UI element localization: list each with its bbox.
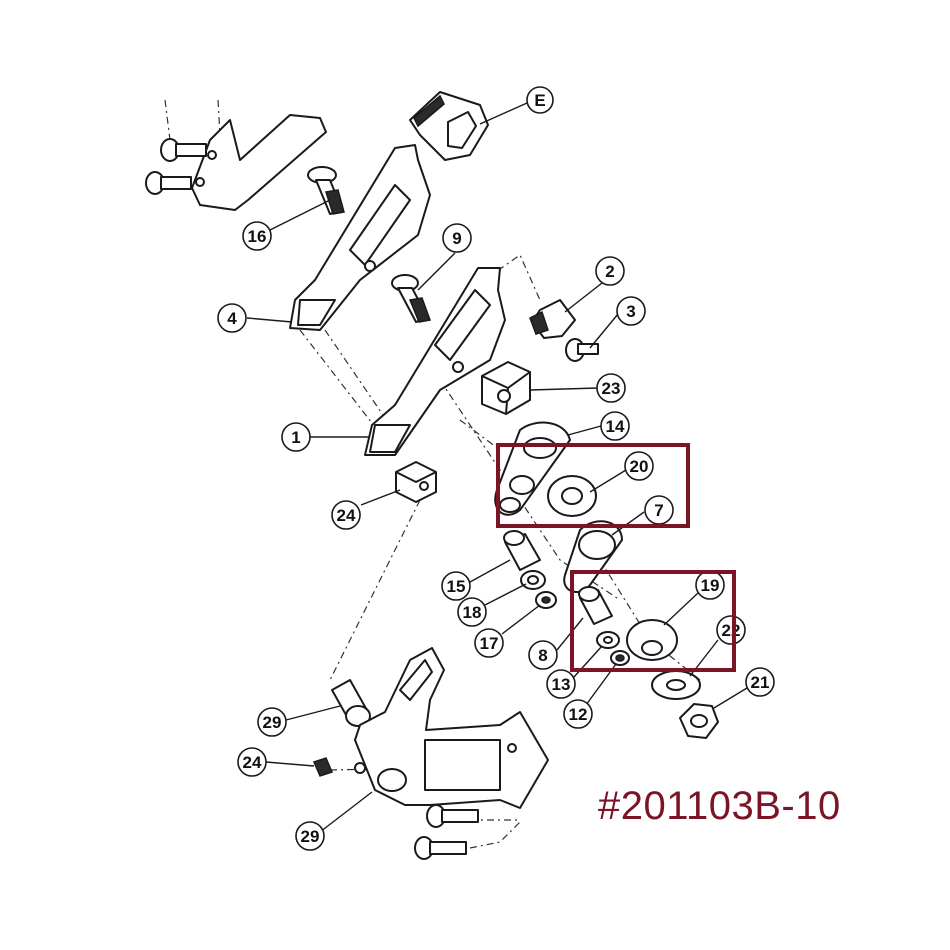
callout-9: 9 xyxy=(442,223,472,253)
part-number-label: #201103B-10 xyxy=(598,784,841,828)
callout-8-label: 8 xyxy=(538,646,547,665)
callout-19: 21 xyxy=(745,667,775,697)
part-9-screw xyxy=(391,274,432,323)
callout-19-label: 21 xyxy=(751,673,770,692)
part-23-pin xyxy=(331,679,371,727)
callout-18-label: 20 xyxy=(630,457,649,476)
callout-16-label: 18 xyxy=(463,603,482,622)
upper-bracket-part xyxy=(191,114,327,211)
callout-20: 22 xyxy=(716,615,746,645)
callout-14-label: 16 xyxy=(248,227,267,246)
callout-15-label: 17 xyxy=(480,634,499,653)
part-22-block xyxy=(395,461,437,503)
callout-14: 16 xyxy=(242,221,272,251)
highlight-box-lower xyxy=(570,570,736,672)
part-24-set-screw xyxy=(312,757,334,777)
callout-20-label: 22 xyxy=(722,621,741,640)
part-10-nut xyxy=(610,650,630,666)
callout-3: 3 xyxy=(616,296,646,326)
screw-bottom-1 xyxy=(426,804,479,828)
callout-leader-lines xyxy=(246,102,748,833)
part-4-feed-bar xyxy=(289,144,431,331)
callout-11-label: 13 xyxy=(552,675,571,694)
screw-bottom-2 xyxy=(414,836,467,860)
callout-29-label: 29 xyxy=(301,827,320,846)
callout-21-label: 23 xyxy=(602,379,621,398)
callout-11: 13 xyxy=(546,669,576,699)
callout-29: 29 xyxy=(295,821,325,851)
callout-13-label: 15 xyxy=(447,577,466,596)
callout-3-label: 3 xyxy=(626,302,635,321)
callout-9-label: 9 xyxy=(452,229,461,248)
callout-1-label: 1 xyxy=(291,428,300,447)
part-21-block xyxy=(481,361,531,415)
part-19-nut xyxy=(679,703,719,739)
callout-8: 8 xyxy=(528,640,558,670)
part-15-nut xyxy=(535,591,557,609)
callout-22-label: 24 xyxy=(337,506,356,525)
screw-top-2 xyxy=(145,171,192,195)
callout-10-label: 12 xyxy=(569,705,588,724)
part-16-washer xyxy=(520,570,546,590)
callout-1: 1 xyxy=(281,422,311,452)
part-3-screw xyxy=(565,338,599,362)
callout-13: 15 xyxy=(441,571,471,601)
callout-21: 23 xyxy=(596,373,626,403)
callout-4: 4 xyxy=(217,303,247,333)
callout-12: 14 xyxy=(600,411,630,441)
part-29-bracket xyxy=(354,647,549,809)
part-17-bushing xyxy=(626,619,678,661)
part-2-clip xyxy=(529,299,576,339)
part-1-feed-bar xyxy=(364,267,506,456)
callout-7: 7 xyxy=(644,495,674,525)
part-18-bushing xyxy=(547,475,597,517)
callout-2: 2 xyxy=(595,256,625,286)
callout-12-label: 14 xyxy=(606,417,625,436)
callout-24-label: 24 xyxy=(243,753,262,772)
callout-18: 20 xyxy=(624,451,654,481)
highlight-box-upper xyxy=(496,443,690,528)
part-8-sleeve xyxy=(578,586,613,625)
callout-e: E xyxy=(526,86,554,114)
part-7-link xyxy=(563,520,623,594)
screw-top-1 xyxy=(160,138,207,162)
callout-4-label: 4 xyxy=(227,309,237,328)
callout-17: 19 xyxy=(695,570,725,600)
part-e-feed-dog xyxy=(409,91,489,161)
callout-23-label: 29 xyxy=(263,713,282,732)
callout-16: 18 xyxy=(457,597,487,627)
callout-15: 17 xyxy=(474,628,504,658)
callout-10: 12 xyxy=(563,699,593,729)
callout-2-label: 2 xyxy=(605,262,614,281)
part-14-screw xyxy=(307,166,345,215)
part-11-washer xyxy=(596,631,620,649)
callout-22: 24 xyxy=(331,500,361,530)
callout-7-label: 7 xyxy=(654,501,663,520)
callout-24: 24 xyxy=(237,747,267,777)
part-13-sleeve xyxy=(503,530,541,571)
callout-23: 29 xyxy=(257,707,287,737)
part-20-washer xyxy=(651,670,701,700)
callout-17-label: 19 xyxy=(701,576,720,595)
callout-e-label: E xyxy=(534,91,545,110)
